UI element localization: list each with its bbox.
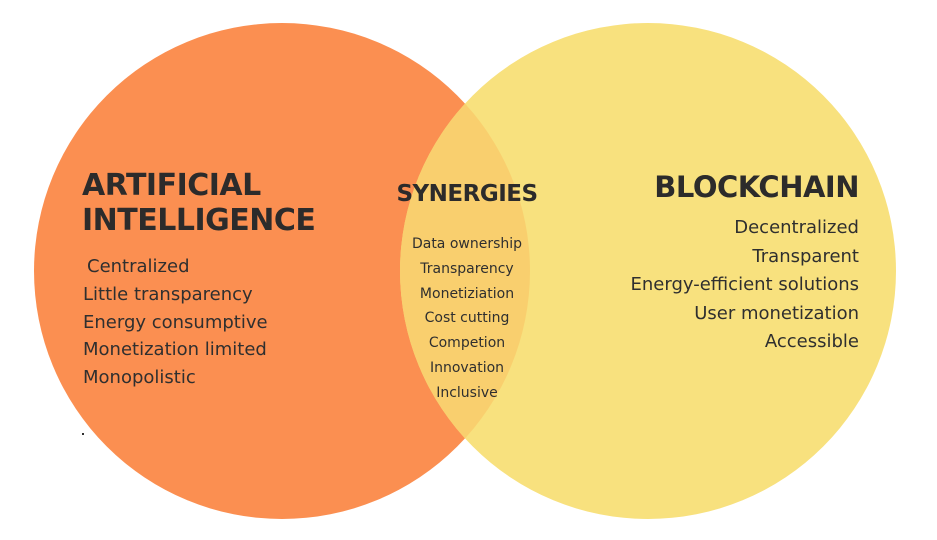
blockchain-circle bbox=[400, 23, 896, 519]
ai-title-line1: ARTIFICIAL bbox=[82, 168, 261, 203]
blockchain-item: Decentralized bbox=[734, 217, 859, 238]
blockchain-item: User monetization bbox=[694, 302, 859, 324]
ai-title: ARTIFICIAL INTELLIGENCE bbox=[82, 168, 316, 238]
synergy-item: Transparency bbox=[420, 260, 514, 277]
ai-item: Centralized bbox=[87, 256, 190, 277]
ai-item: Little transparency bbox=[83, 283, 253, 305]
synergies-list: Data ownership Transparency Monetiziatio… bbox=[367, 232, 567, 406]
blockchain-item: Accessible bbox=[764, 331, 859, 352]
synergy-item: Monetiziation bbox=[419, 285, 515, 302]
blockchain-list: Decentralized Transparent Energy-efficie… bbox=[631, 214, 860, 357]
ai-title-line2: INTELLIGENCE bbox=[82, 203, 316, 238]
stray-dot bbox=[82, 433, 84, 435]
ai-circle bbox=[34, 23, 530, 519]
synergy-item: Cost cutting bbox=[424, 310, 510, 327]
synergy-item: Data ownership bbox=[411, 236, 523, 252]
ai-item: Monetization limited bbox=[83, 339, 267, 361]
ai-list: Centralized Little transparency Energy c… bbox=[83, 253, 268, 392]
blockchain-title: BLOCKCHAIN bbox=[654, 170, 859, 204]
ai-item: Energy consumptive bbox=[83, 311, 268, 333]
blockchain-item: Transparent bbox=[752, 245, 859, 267]
synergy-item: Innovation bbox=[429, 359, 505, 376]
blockchain-item: Energy-efficient solutions bbox=[630, 274, 860, 295]
synergies-title: SYNERGIES bbox=[396, 181, 538, 207]
synergy-item: Competion bbox=[428, 335, 506, 352]
ai-item: Monopolistic bbox=[83, 367, 196, 389]
synergy-item: Inclusive bbox=[436, 384, 498, 401]
